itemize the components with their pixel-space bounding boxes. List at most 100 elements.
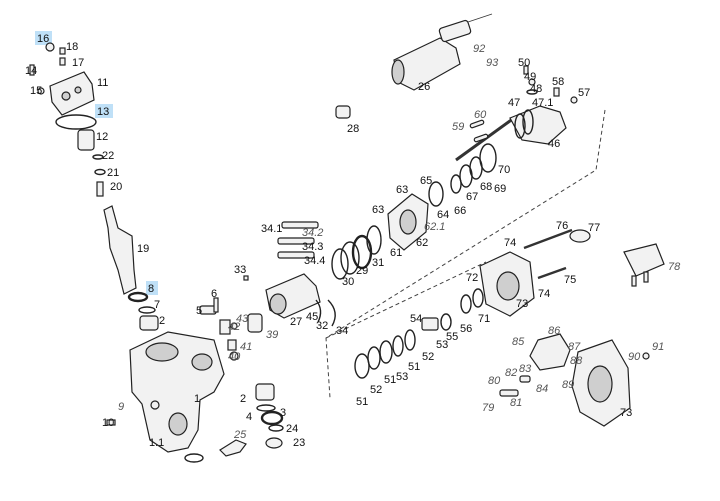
label-18: 18 [66,41,78,53]
label-5: 5 [196,305,202,317]
housing-bore-side [191,353,213,371]
part-6 [213,297,219,313]
part-34.1 [281,221,319,229]
valve-group-38-43 [219,313,263,361]
label-11: 11 [97,77,108,89]
label-20: 20 [110,181,122,193]
label-56: 56 [460,323,472,335]
label-13: 13 [97,106,109,118]
label-79: 79 [482,402,494,414]
part-21 [94,168,106,176]
label-21: 21 [107,167,119,179]
label-34-2: 34.2 [302,227,323,239]
part-40 [229,351,239,361]
label-53-b: 53 [396,371,408,383]
part-42 [219,319,231,335]
label-68: 68 [480,181,492,193]
part-48 [526,89,538,95]
label-62: 62 [416,237,428,249]
part-78-pin2 [643,271,649,283]
part-90 [642,352,650,360]
part-60 [473,133,489,143]
label-82: 82 [505,367,517,379]
valve-housing-73-lower [499,333,650,427]
highlight-13 [95,104,113,118]
label-25: 25 [233,429,247,441]
label-34: 34 [336,325,348,337]
label-29: 29 [356,265,368,277]
label-17: 17 [72,57,84,69]
label-83: 83 [519,363,532,375]
part-46-ring1 [514,113,526,139]
part-71 [472,288,484,308]
label-81: 81 [510,397,522,409]
label-51-c: 51 [384,374,396,386]
label-12: 12 [96,131,108,143]
part-80 [519,375,531,383]
part-53a [379,340,393,364]
part-55 [440,313,452,331]
label-34-1: 34.1 [261,223,282,235]
label-90: 90 [628,351,641,363]
label-87: 87 [568,341,581,353]
part-16-cap [45,42,55,52]
label-80: 80 [488,375,501,387]
part-24 [268,424,284,432]
part-30 [331,248,349,280]
label-51: 51 [408,361,420,373]
label-47: 47 [508,97,520,109]
part-66 [450,174,462,194]
label-31: 31 [372,257,384,269]
part-17 [59,57,66,66]
seal-stack-51-56 [354,288,484,379]
label-48: 48 [530,83,542,95]
label-73: 73 [516,298,528,310]
part-33 [243,275,249,281]
part-8-ring [127,291,149,303]
label-62-1: 62.1 [424,221,445,233]
label-40: 40 [228,351,241,363]
label-9: 9 [118,401,124,413]
highlight-16 [35,31,52,45]
label-45: 45 [306,311,318,323]
part-73b-bore [587,365,613,403]
part-57 [570,96,578,104]
part-77 [569,229,591,243]
part-12-bearing [77,129,95,151]
part-27-face [269,293,287,315]
part-29 [340,241,360,275]
label-74: 74 [504,237,516,249]
label-89: 89 [562,379,574,391]
label-92: 92 [473,43,485,55]
label-24: 24 [286,423,298,435]
label-26: 26 [418,81,430,93]
part-49 [528,78,536,86]
part-31 [351,234,373,270]
housing-bore-top [145,342,179,362]
part-75-bolt [537,266,567,280]
part-3 [260,410,284,426]
part-67 [459,164,473,188]
labels: 16 18 14 17 15 11 13 12 22 21 20 19 8 7 … [25,33,681,449]
label-91: 91 [652,341,664,353]
part-25 [219,439,247,457]
label-2-b: 2 [240,393,246,405]
part-11-bore [61,91,71,101]
part-14-screw [29,64,35,76]
housing-bore-lower [168,412,188,436]
label-67: 67 [466,191,478,203]
part-15 [37,87,45,95]
label-70: 70 [498,164,510,176]
part-28 [335,105,351,119]
label-1: 1 [194,393,200,405]
label-42: 42 [228,321,240,333]
label-3: 3 [280,407,286,419]
part-62-bore [399,209,417,235]
label-23: 23 [293,437,305,449]
label-43: 43 [236,313,249,325]
part-32 [327,299,336,327]
part-26-shaft [467,13,493,23]
label-86: 86 [548,325,561,337]
label-53: 53 [436,339,448,351]
part-54 [421,317,439,331]
